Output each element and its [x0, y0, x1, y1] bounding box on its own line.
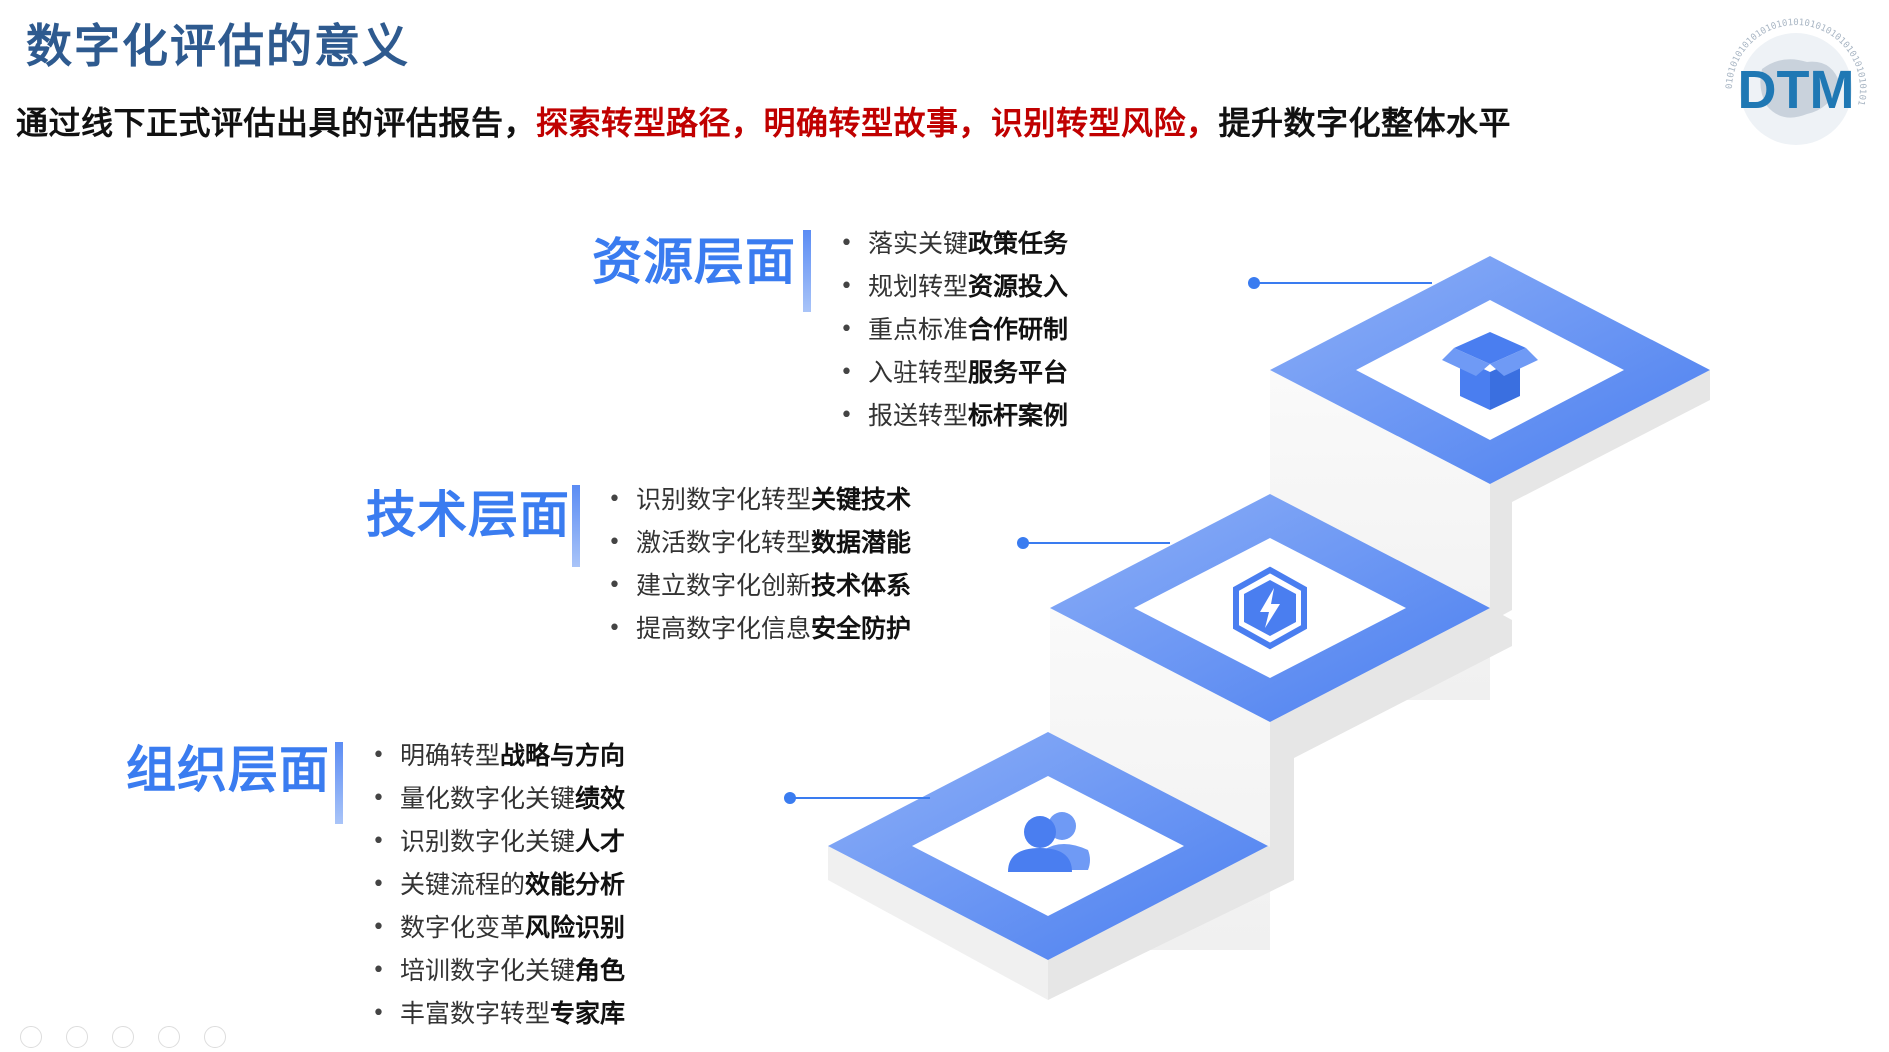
- bullet-list-technology: 识别数字化转型关键技术 激活数字化转型数据潜能 建立数字化创新技术体系 提高数字…: [608, 478, 911, 650]
- level-title-organization: 组织层面: [126, 741, 330, 799]
- level-title-technology: 技术层面: [366, 486, 570, 544]
- step-top: [1270, 256, 1710, 700]
- dot: [66, 1026, 88, 1048]
- list-item: 规划转型资源投入: [840, 265, 1068, 308]
- list-item: 识别数字化关键人才: [372, 820, 625, 863]
- bullet-list-organization: 明确转型战略与方向 量化数字化关键绩效 识别数字化关键人才 关键流程的效能分析 …: [372, 734, 625, 1035]
- step-bottom-inner: [912, 776, 1184, 916]
- box-icon: [1442, 332, 1538, 410]
- page-title: 数字化评估的意义: [26, 19, 410, 73]
- step-top-side: [1490, 370, 1710, 622]
- dtm-logo: 0101010101010101010101010101010101010101…: [1725, 18, 1867, 145]
- step-bottom: [828, 732, 1294, 1000]
- list-item: 报送转型标杆案例: [840, 394, 1068, 437]
- lightning-hexagon-icon: [1233, 566, 1307, 650]
- list-item: 量化数字化关键绩效: [372, 777, 625, 820]
- level-bar-technology: [572, 485, 580, 567]
- dot: [158, 1026, 180, 1048]
- list-item: 丰富数字转型专家库: [372, 992, 625, 1035]
- list-item: 关键流程的效能分析: [372, 863, 625, 906]
- level-bar-resource: [803, 230, 811, 312]
- users-icon: [1008, 812, 1090, 872]
- dot: [20, 1026, 42, 1048]
- level-title-resource: 资源层面: [592, 233, 796, 291]
- slide-dots-decoration: [20, 1026, 250, 1052]
- step-middle-side: [1270, 608, 1512, 872]
- step-bottom-side: [1048, 846, 1294, 1000]
- list-item: 培训数字化关键角色: [372, 949, 625, 992]
- subtitle-suffix: 提升数字化整体水平: [1218, 104, 1512, 142]
- subtitle-prefix: 通过线下正式评估出具的评估报告，: [16, 104, 537, 142]
- list-item: 明确转型战略与方向: [372, 734, 625, 777]
- bullet-list-resource: 落实关键政策任务 规划转型资源投入 重点标准合作研制 入驻转型服务平台 报送转型…: [840, 222, 1068, 437]
- logo-text: DTM: [1738, 60, 1855, 120]
- list-item: 入驻转型服务平台: [840, 351, 1068, 394]
- level-bar-organization: [335, 742, 343, 824]
- connector-bottom: [784, 792, 930, 804]
- subtitle-highlight: 探索转型路径，明确转型故事，识别转型风险，: [536, 104, 1219, 142]
- list-item: 提高数字化信息安全防护: [608, 607, 911, 650]
- step-bottom-front: [828, 846, 1048, 1000]
- dot: [112, 1026, 134, 1048]
- list-item: 重点标准合作研制: [840, 308, 1068, 351]
- list-item: 数字化变革风险识别: [372, 906, 625, 949]
- dot: [204, 1026, 226, 1048]
- list-item: 落实关键政策任务: [840, 222, 1068, 265]
- step-top-inner: [1356, 300, 1624, 440]
- connector-top: [1248, 277, 1432, 289]
- connector-middle: [1017, 537, 1170, 549]
- subtitle: 通过线下正式评估出具的评估报告，探索转型路径，明确转型故事，识别转型风险，提升数…: [16, 98, 1511, 144]
- list-item: 建立数字化创新技术体系: [608, 564, 911, 607]
- list-item: 识别数字化转型关键技术: [608, 478, 911, 521]
- list-item: 激活数字化转型数据潜能: [608, 521, 911, 564]
